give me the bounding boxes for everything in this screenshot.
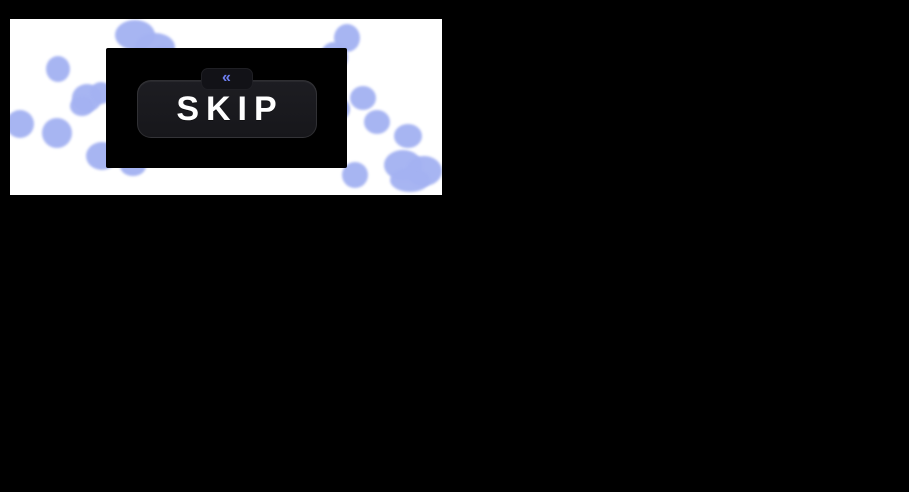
paint-blob: [384, 150, 422, 180]
paint-blob: [42, 118, 72, 148]
paint-blob: [390, 168, 430, 192]
paint-blob: [394, 124, 422, 148]
paint-blob: [364, 110, 390, 134]
paint-blob: [10, 110, 34, 138]
paint-blob: [70, 96, 94, 116]
paint-blob: [350, 86, 376, 110]
paint-blob: [72, 84, 102, 112]
skip-button-label: SKIP: [176, 90, 284, 128]
paint-blob: [46, 56, 70, 82]
double-chevron-left-icon: «: [222, 69, 231, 86]
drawing-canvas[interactable]: « SKIP: [10, 19, 442, 195]
paint-blob: [406, 156, 442, 186]
skip-overlay-panel: « SKIP: [106, 48, 347, 168]
collapse-toggle[interactable]: «: [200, 68, 253, 90]
paint-blob: [115, 20, 155, 50]
